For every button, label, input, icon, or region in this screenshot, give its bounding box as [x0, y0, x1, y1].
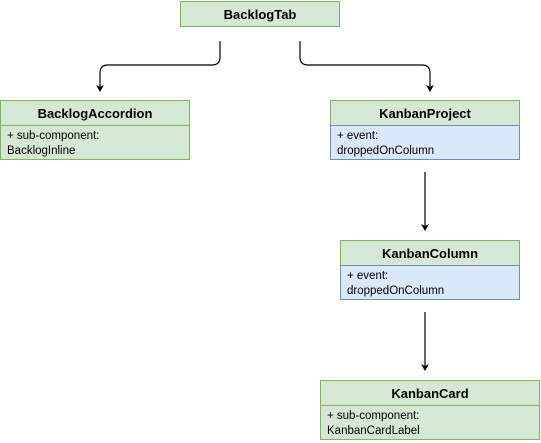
- node-kanban-card-line2: KanbanCardLabel: [327, 425, 420, 437]
- node-kanban-column-line1: + event:: [347, 270, 389, 282]
- node-kanban-project-line1: + event:: [337, 130, 379, 142]
- node-kanban-project[interactable]: KanbanProject + event: droppedOnColumn: [330, 100, 520, 161]
- node-kanban-column-line2: droppedOnColumn: [347, 285, 445, 297]
- edge-backlogtab-to-kanbanproject: [299, 41, 434, 92]
- node-kanban-project-title: KanbanProject: [379, 105, 471, 121]
- node-kanban-project-header: KanbanProject: [330, 100, 520, 126]
- node-kanban-column-header: KanbanColumn: [340, 240, 520, 266]
- node-backlog-accordion-body: + sub-component: BacklogInline: [0, 125, 190, 160]
- node-kanban-column-title: KanbanColumn: [381, 245, 479, 261]
- node-backlog-accordion[interactable]: BacklogAccordion + sub-component: Backlo…: [0, 100, 190, 161]
- node-kanban-card-body: + sub-component: KanbanCardLabel: [320, 405, 540, 440]
- node-backlog-accordion-line1: + sub-component:: [7, 130, 100, 142]
- node-kanban-project-body: + event: droppedOnColumn: [330, 125, 520, 160]
- node-kanban-card-title: KanbanCard: [391, 385, 469, 401]
- node-kanban-card[interactable]: KanbanCard + sub-component: KanbanCardLa…: [320, 380, 540, 441]
- node-backlog-tab-title: BacklogTab: [223, 6, 297, 22]
- node-kanban-project-line2: droppedOnColumn: [337, 145, 435, 157]
- node-backlog-accordion-header: BacklogAccordion: [0, 100, 190, 126]
- node-backlog-accordion-title: BacklogAccordion: [37, 105, 153, 121]
- node-kanban-column-body: + event: droppedOnColumn: [340, 265, 520, 300]
- node-kanban-card-header: KanbanCard: [320, 380, 540, 406]
- node-kanban-column[interactable]: KanbanColumn + event: droppedOnColumn: [340, 240, 520, 301]
- node-backlog-accordion-line2: BacklogInline: [7, 145, 76, 157]
- node-backlog-tab[interactable]: BacklogTab: [180, 1, 340, 27]
- edge-backlogtab-to-backlogaccordion: [96, 41, 221, 92]
- node-kanban-card-line1: + sub-component:: [327, 410, 420, 422]
